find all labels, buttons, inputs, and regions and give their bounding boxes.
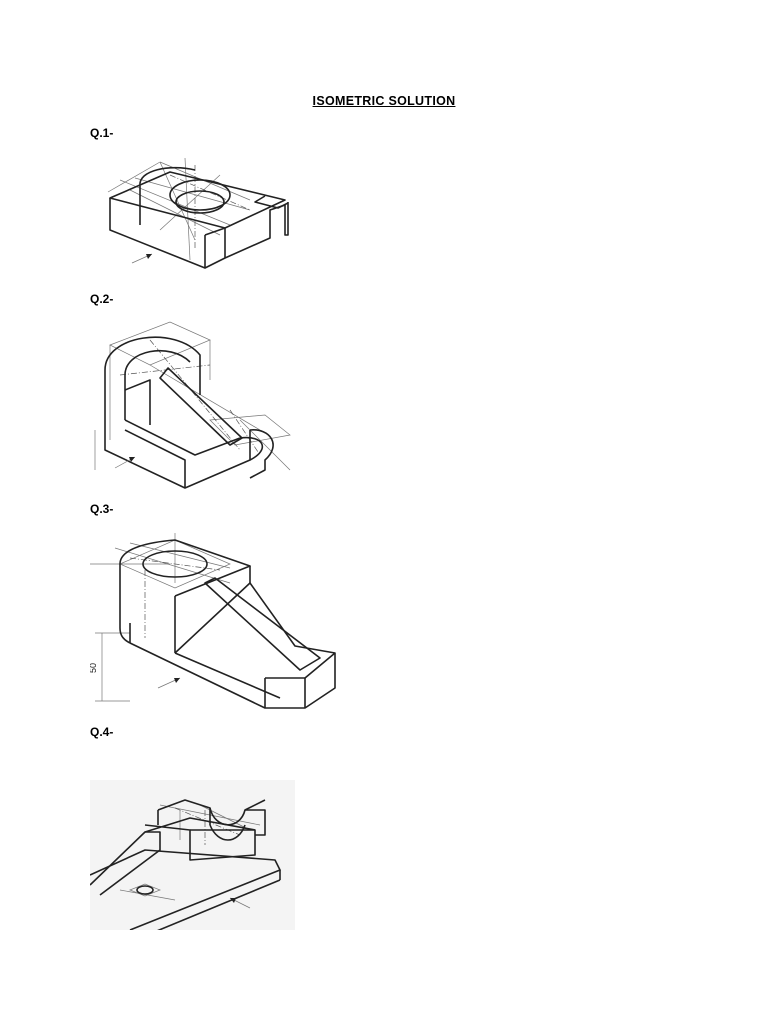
question-label-2: Q.2- bbox=[90, 292, 114, 306]
isometric-drawing-q3: 50 bbox=[90, 528, 340, 713]
question-label-1: Q.1- bbox=[90, 126, 114, 140]
isometric-drawing-q1 bbox=[100, 150, 300, 275]
isometric-drawing-q2 bbox=[90, 320, 305, 490]
question-label-3: Q.3- bbox=[90, 502, 114, 516]
page-title: ISOMETRIC SOLUTION bbox=[312, 94, 456, 108]
isometric-drawing-q4 bbox=[90, 780, 295, 930]
question-label-4: Q.4- bbox=[90, 725, 114, 739]
dimension-label: 50 bbox=[90, 663, 98, 673]
